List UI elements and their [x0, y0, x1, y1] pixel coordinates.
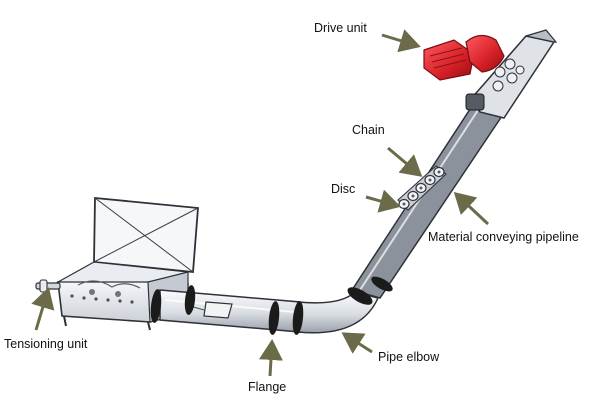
horizontal-pipe — [159, 289, 301, 333]
label-material-conveying-pipeline: Material conveying pipeline — [428, 230, 579, 244]
arrow-pipe-elbow — [341, 332, 373, 354]
arrow-material-pipeline — [453, 191, 490, 226]
label-drive-unit: Drive unit — [314, 21, 367, 35]
flanges — [150, 276, 393, 335]
arrow-drive-unit — [381, 29, 421, 53]
callout-arrows — [31, 29, 490, 377]
arrow-chain — [387, 146, 423, 177]
label-disc: Disc — [331, 182, 356, 196]
arrow-disc — [365, 189, 401, 213]
chain-and-discs — [397, 165, 447, 211]
label-flange: Flange — [248, 380, 287, 394]
label-tensioning-unit: Tensioning unit — [4, 337, 88, 351]
arrow-tensioning-unit — [31, 287, 55, 331]
label-pipe-elbow: Pipe elbow — [378, 350, 440, 364]
arrow-flange — [258, 339, 283, 377]
label-chain: Chain — [352, 123, 385, 137]
drive-unit — [423, 29, 558, 119]
